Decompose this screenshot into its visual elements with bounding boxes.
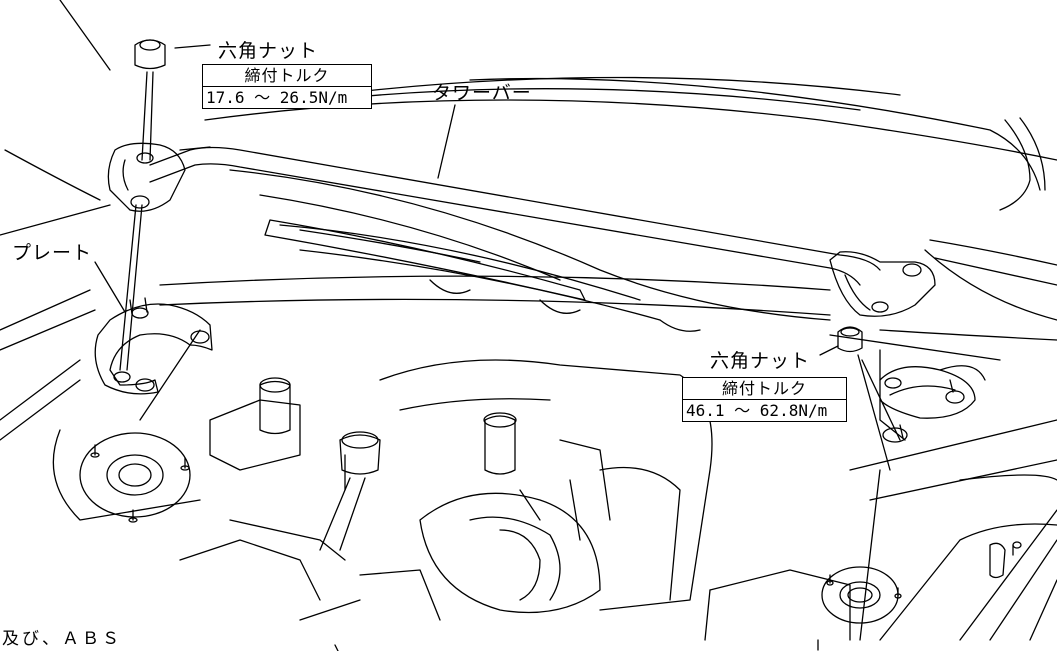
left-strut-tower xyxy=(52,429,201,523)
right-lower-strut-tower xyxy=(704,541,1022,651)
leader-lines xyxy=(94,44,839,651)
tower-bar xyxy=(107,142,936,317)
torque-title-top: 締付トルク xyxy=(203,65,371,87)
torque-value-right: 46.1 ～ 62.8N/m xyxy=(686,401,828,420)
hex-nut-top-part xyxy=(119,39,166,371)
wiper-arm xyxy=(264,219,586,301)
footer-text: 及び、ＡＢＳ xyxy=(2,629,122,649)
plate-label: プレート xyxy=(12,242,93,264)
tower-bar-label: タワーバー xyxy=(432,82,532,104)
torque-title-right: 締付トルク xyxy=(683,378,846,400)
hex-nut-label-right: 六角ナット xyxy=(710,350,811,372)
torque-spec-box-right: 締付トルク 46.1 ～ 62.8N/m xyxy=(682,377,847,422)
torque-value-top: 17.6 ～ 26.5N/m xyxy=(206,88,348,107)
plate-part xyxy=(94,297,213,395)
engine-components xyxy=(179,359,713,621)
right-strut-mount xyxy=(879,349,986,443)
hex-nut-right-part xyxy=(837,326,901,641)
hex-nut-label-top: 六角ナット xyxy=(218,40,319,62)
torque-spec-box-top: 締付トルク 17.6 ～ 26.5N/m xyxy=(202,64,372,109)
